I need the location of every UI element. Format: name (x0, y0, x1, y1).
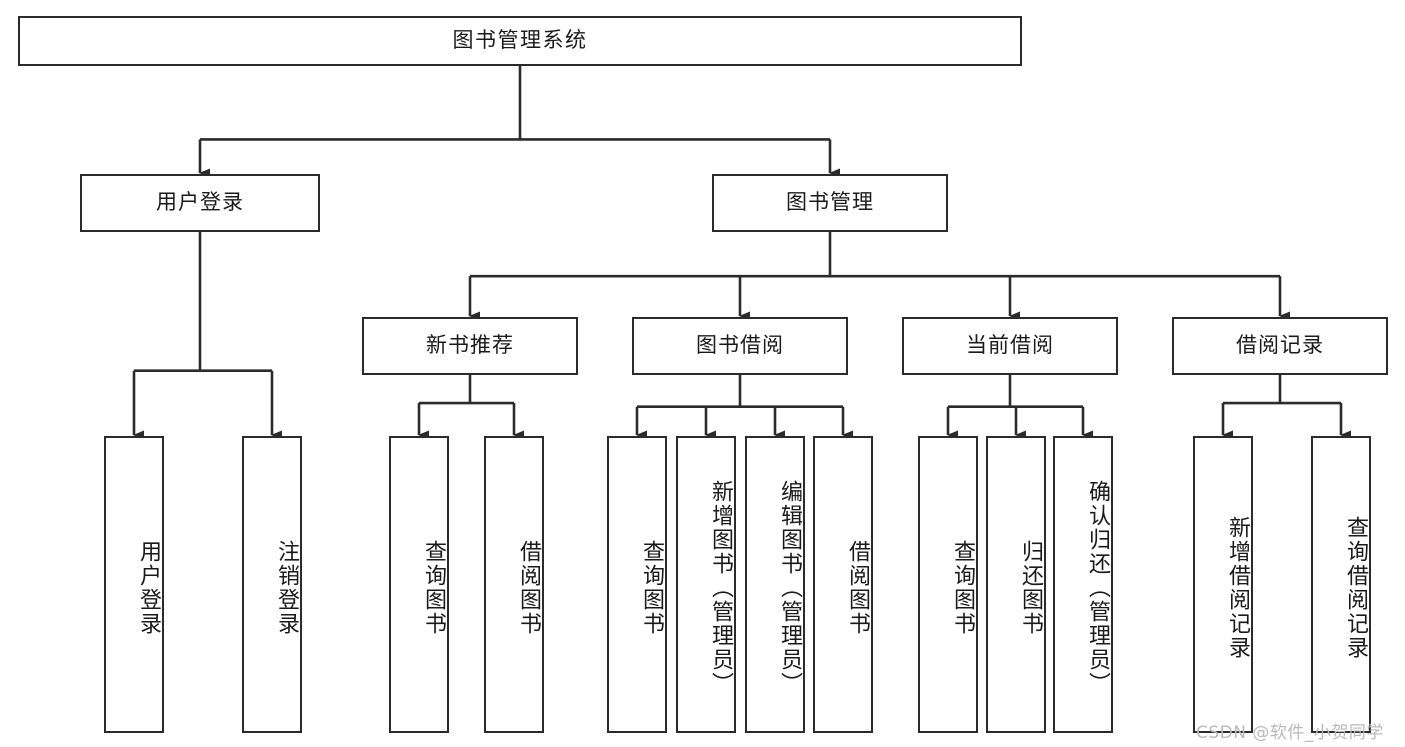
node-leaf-query-record[interactable]: 查询借阅记录 (1311, 436, 1371, 733)
node-leaf-borrow-book-1[interactable]: 借阅图书 (484, 436, 544, 733)
node-label: 归还图书 (1018, 539, 1043, 636)
node-leaf-query-book-3[interactable]: 查询图书 (918, 436, 978, 733)
node-label: 新增图书（管理员） (708, 479, 733, 696)
node-current-borrow[interactable]: 当前借阅 (902, 317, 1118, 375)
node-leaf-return-book[interactable]: 归还图书 (986, 436, 1046, 733)
node-label: 查询借阅记录 (1343, 515, 1368, 660)
node-label: 用户登录 (156, 190, 244, 215)
node-label: 查询图书 (421, 539, 446, 636)
node-label: 新增借阅记录 (1225, 515, 1250, 660)
node-leaf-query-book-1[interactable]: 查询图书 (389, 436, 449, 733)
node-leaf-edit-book[interactable]: 编辑图书（管理员） (745, 436, 805, 733)
node-label: 图书借阅 (696, 333, 784, 358)
node-leaf-confirm-return[interactable]: 确认归还（管理员） (1053, 436, 1113, 733)
node-leaf-add-book[interactable]: 新增图书（管理员） (676, 436, 736, 733)
watermark: CSDN @软件_小贺同学 (1196, 723, 1384, 743)
node-leaf-user-logout[interactable]: 注销登录 (242, 436, 302, 733)
node-label: 当前借阅 (966, 333, 1054, 358)
node-label: 用户登录 (136, 539, 161, 636)
node-label: 注销登录 (274, 539, 299, 636)
node-label: 查询图书 (639, 539, 664, 636)
node-leaf-user-login[interactable]: 用户登录 (104, 436, 164, 733)
node-label: 借阅图书 (845, 539, 870, 636)
node-label: 新书推荐 (426, 333, 514, 358)
edge-group (132, 66, 1351, 440)
node-leaf-borrow-book-2[interactable]: 借阅图书 (813, 436, 873, 733)
node-label: 借阅图书 (516, 539, 541, 636)
node-user-login[interactable]: 用户登录 (80, 174, 320, 232)
node-label: 确认归还（管理员） (1085, 479, 1110, 696)
node-leaf-query-book-2[interactable]: 查询图书 (607, 436, 667, 733)
node-label: 查询图书 (950, 539, 975, 636)
node-borrow-record[interactable]: 借阅记录 (1172, 317, 1388, 375)
node-label: 图书管理 (786, 190, 874, 215)
node-label: 借阅记录 (1236, 333, 1324, 358)
node-root[interactable]: 图书管理系统 (18, 16, 1022, 66)
node-book-manage[interactable]: 图书管理 (712, 174, 948, 232)
node-book-borrow[interactable]: 图书借阅 (632, 317, 848, 375)
node-label: 图书管理系统 (452, 28, 588, 53)
node-leaf-add-record[interactable]: 新增借阅记录 (1193, 436, 1253, 733)
node-new-book-rec[interactable]: 新书推荐 (362, 317, 578, 375)
node-label: 编辑图书（管理员） (777, 479, 802, 696)
